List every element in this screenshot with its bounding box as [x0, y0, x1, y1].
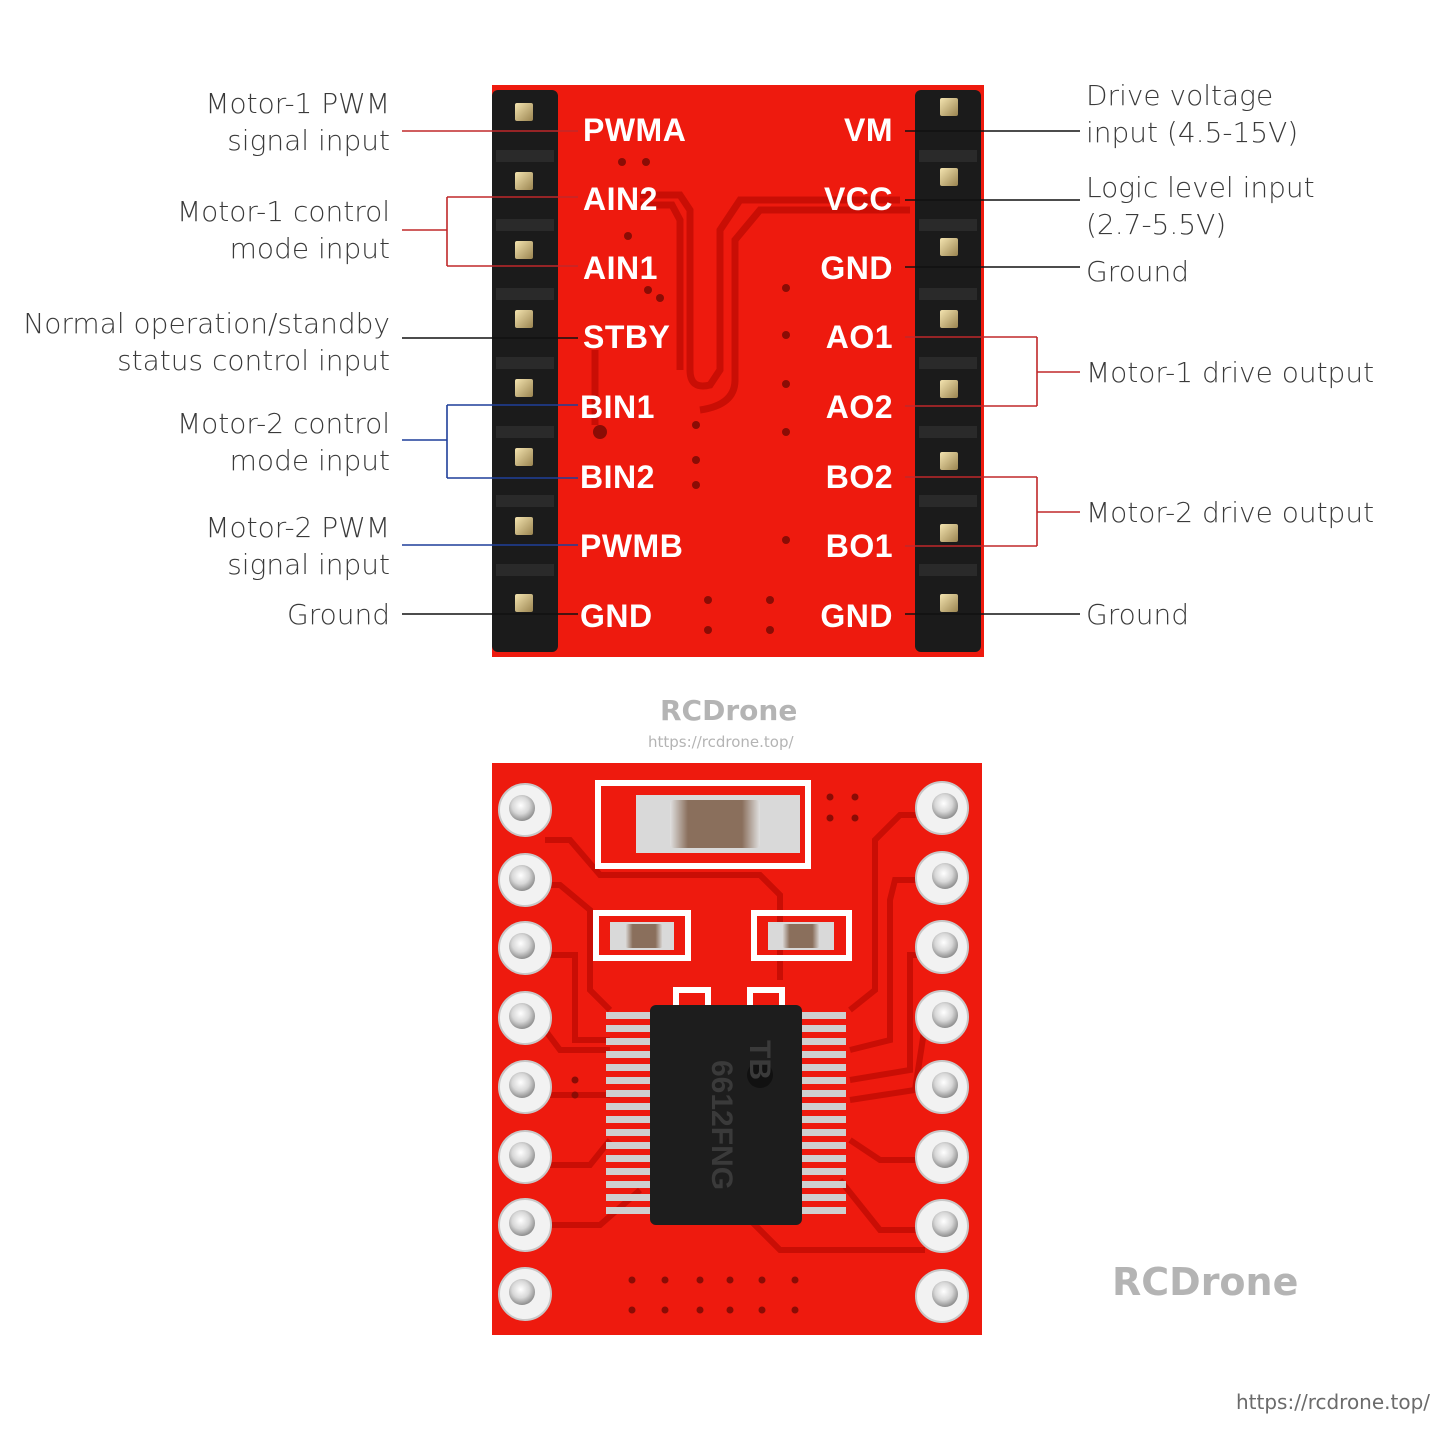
desc-ground-right-bottom: Ground: [1086, 598, 1189, 631]
leader-motor2-bracket: [905, 476, 1080, 547]
pin-label-ao1: AO1: [825, 319, 893, 355]
watermark-url-corner: https://rcdrone.top/: [1236, 1390, 1431, 1414]
pin-label-bo1: BO1: [825, 528, 893, 564]
pin-label-pwmb: PWMB: [580, 528, 684, 564]
smd-components: [610, 795, 834, 950]
desc-ground-left: Ground: [287, 598, 390, 631]
pin-label-gnd-left: GND: [580, 598, 653, 634]
pin-label-pwma: PWMA: [583, 112, 687, 148]
watermark-url-center: https://rcdrone.top/: [648, 733, 794, 751]
ic-chip-dot: [747, 1062, 773, 1088]
leader-bin-bracket: [402, 404, 578, 479]
chip-leads: [606, 1012, 846, 1214]
pin-label-ain1: AIN1: [583, 250, 658, 286]
leader-ain-bracket: [402, 196, 578, 267]
desc-ground-right-top: Ground: [1086, 255, 1189, 288]
bottom-board-vias: [571, 793, 859, 1314]
pin-label-bin2: BIN2: [580, 459, 655, 495]
pin-label-vm: VM: [844, 112, 893, 148]
pin-label-bo2: BO2: [825, 459, 893, 495]
chip-marking-line1: TB: [743, 1040, 776, 1080]
through-hole-pads: [498, 781, 969, 1323]
desc-logic-level: Logic level input(2.7-5.5V): [1086, 171, 1315, 241]
top-board-vias: [593, 158, 790, 634]
pin-label-stby: STBY: [583, 319, 671, 355]
bottom-board: TB 6612FNG: [492, 763, 982, 1335]
ic-chip: [650, 1005, 802, 1225]
desc-motor2-output: Motor-2 drive output: [1086, 496, 1375, 529]
top-board: [492, 85, 984, 657]
left-pin-header: [492, 90, 558, 652]
pin-label-ao2: AO2: [825, 389, 893, 425]
pin-label-ain2: AIN2: [583, 181, 658, 217]
desc-motor1-output: Motor-1 drive output: [1086, 356, 1375, 389]
pin-label-gnd-right-top: GND: [820, 250, 893, 286]
right-pin-header: [915, 90, 981, 652]
silkscreen: [593, 780, 852, 1005]
chip-marking-line2: 6612FNG: [705, 1060, 738, 1190]
leader-motor1-bracket: [905, 336, 1080, 407]
pin-label-bin1: BIN1: [580, 389, 655, 425]
top-board-traces: [591, 191, 910, 425]
leader-lines: [402, 130, 1080, 615]
pin-label-gnd-right-bottom: GND: [820, 598, 893, 634]
watermark-brand-center: RCDrone: [660, 694, 798, 727]
watermark-brand-right: RCDrone: [1112, 1260, 1299, 1304]
pin-label-vcc: VCC: [823, 181, 893, 217]
